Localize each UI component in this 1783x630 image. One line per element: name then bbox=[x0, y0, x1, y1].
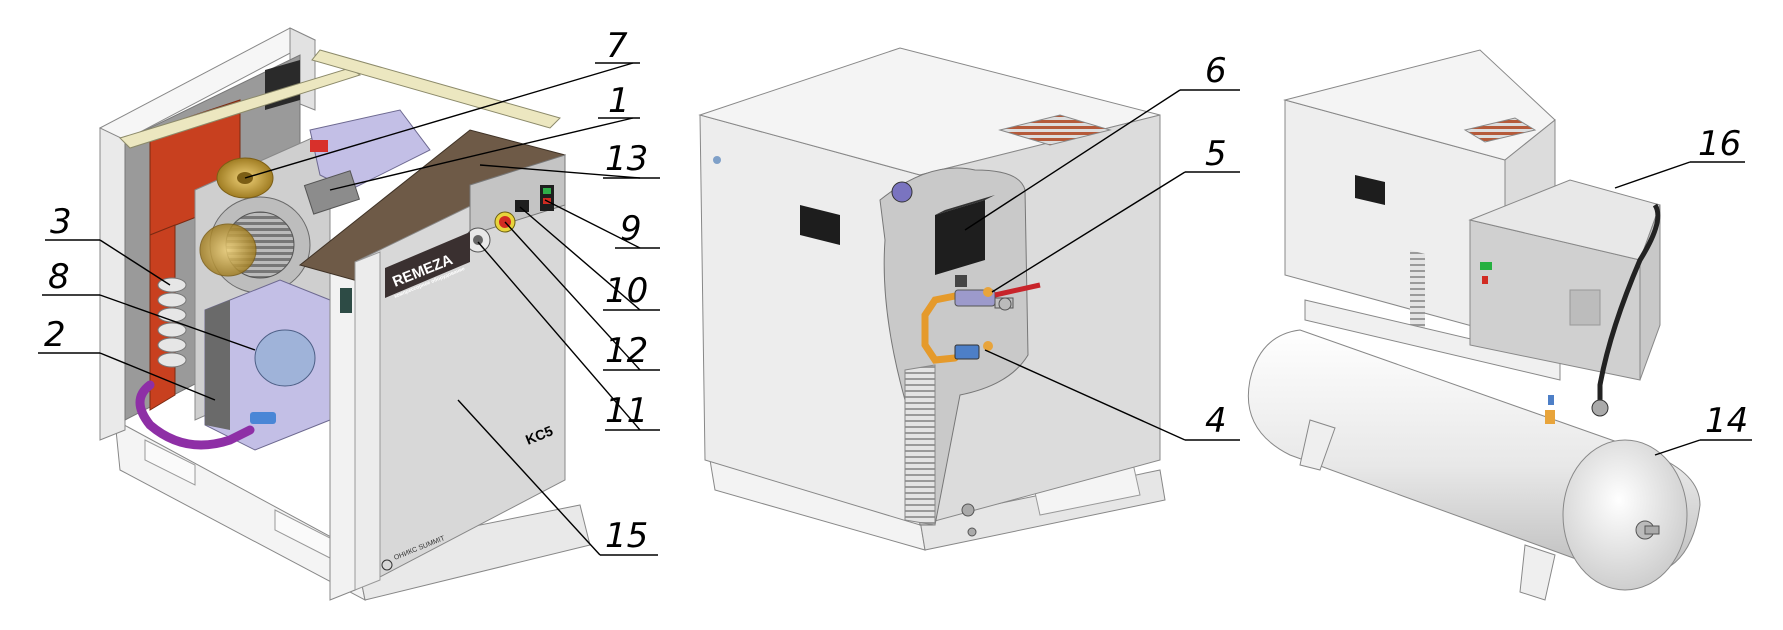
callout-7: 7 bbox=[606, 26, 628, 66]
callout-14: 14 bbox=[1705, 401, 1748, 441]
callout-15: 15 bbox=[605, 516, 648, 556]
callout-1: 1 bbox=[608, 81, 630, 121]
callout-10: 10 bbox=[605, 271, 648, 311]
callout-6: 6 bbox=[1205, 51, 1227, 91]
compressor-unit-cutaway bbox=[698, 47, 1166, 551]
callout-2: 2 bbox=[44, 315, 66, 355]
compressor-unit-open: REMEZA компрессорное оборудование KC5 ОН… bbox=[98, 27, 591, 601]
callout-12: 12 bbox=[605, 331, 648, 371]
compressor-unit-receiver bbox=[1247, 49, 1701, 601]
callouts: 7 1 13 3 8 2 9 10 12 11 bbox=[38, 26, 1752, 556]
callout-3: 3 bbox=[50, 202, 72, 242]
callout-11: 11 bbox=[605, 391, 648, 431]
callout-13: 13 bbox=[605, 139, 648, 179]
callout-4: 4 bbox=[1205, 401, 1227, 441]
callout-5: 5 bbox=[1205, 134, 1227, 174]
callout-9: 9 bbox=[620, 209, 642, 249]
callout-16: 16 bbox=[1698, 124, 1741, 164]
callout-8: 8 bbox=[48, 257, 70, 297]
